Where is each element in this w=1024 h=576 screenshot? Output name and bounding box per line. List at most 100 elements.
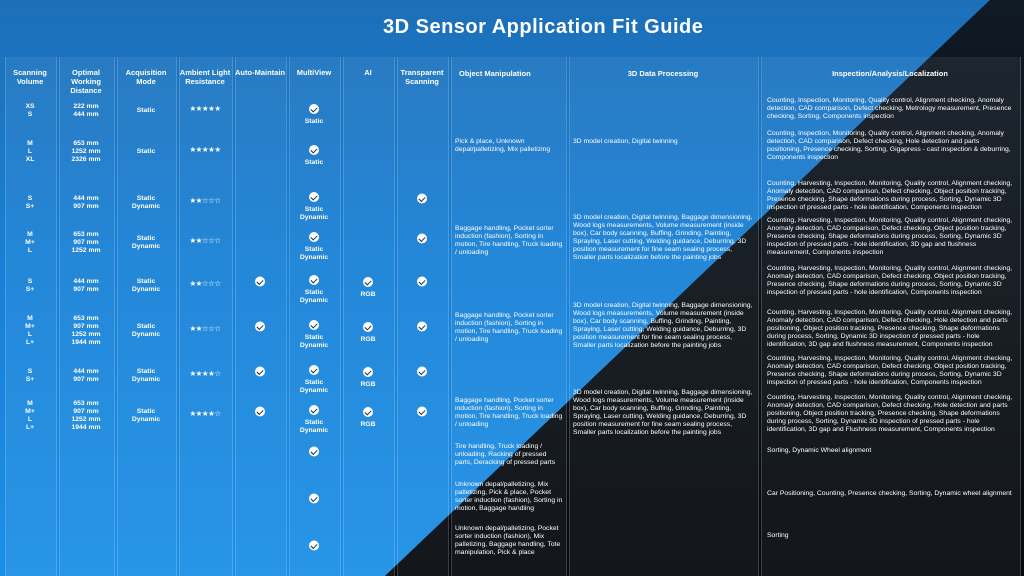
check-icon: [417, 366, 427, 377]
check-icon: [417, 321, 427, 332]
transparent-check: [397, 233, 447, 247]
acquisition-mode-value: Static Dynamic: [131, 408, 161, 423]
object-manipulation-text: Pick & place, Unknown depal/palletizing,…: [455, 138, 551, 153]
check-icon: [363, 277, 373, 287]
scanning-volume-value: XS S: [25, 103, 35, 118]
check-icon: [255, 276, 265, 287]
inspection-text: Car Positioning, Counting, Presence chec…: [767, 490, 1012, 497]
column-object-manipulation: [451, 57, 567, 576]
distance-value: 444 mm 907 mm: [73, 195, 99, 210]
scanning-volume-value: S S+: [25, 278, 35, 293]
acquisition-mode-value: Static Dynamic: [131, 368, 161, 383]
multiview-label: Static: [304, 118, 324, 125]
multiview-label: Static Dynamic: [299, 246, 329, 261]
header-inspection: Inspection/Analysis/Localization: [832, 69, 948, 78]
inspection-text: Sorting: [767, 532, 789, 539]
multiview-check: [289, 493, 339, 507]
auto-maintain-check: [235, 321, 285, 335]
object-manipulation-text: Baggage handling, Pocket sorter inductio…: [455, 312, 563, 343]
acquisition-mode-value: Static Dynamic: [131, 278, 161, 293]
multiview-cell: Static Dynamic: [289, 320, 339, 350]
ai-cell: RGB: [343, 277, 393, 299]
scanning-volume-value: M L XL: [25, 140, 35, 163]
scanning-volume-value: S S+: [25, 368, 35, 383]
acquisition-mode-value: Static Dynamic: [131, 235, 161, 250]
distance-value: 653 mm 1252 mm 2326 mm: [71, 140, 101, 163]
ai-label: RGB: [360, 381, 376, 388]
multiview-cell: Static Dynamic: [289, 232, 339, 262]
check-icon: [309, 145, 319, 155]
column-optimal-distance: [59, 57, 115, 576]
header-ambient-light: Ambient Light Resistance: [179, 68, 231, 86]
check-icon: [309, 446, 319, 457]
inspection-text: Counting, Harvesting, Inspection, Monito…: [767, 355, 1013, 386]
inspection-text: Counting, Inspection, Monitoring, Qualit…: [767, 130, 1011, 161]
check-icon: [255, 406, 265, 417]
transparent-check: [397, 366, 447, 380]
ambient-light-stars: ★★★★☆: [189, 409, 221, 418]
auto-maintain-check: [235, 366, 285, 380]
check-icon: [255, 321, 265, 332]
inspection-text: Counting, Harvesting, Inspection, Monito…: [767, 309, 1013, 348]
ai-label: RGB: [360, 336, 376, 343]
inspection-text: Counting, Harvesting, Inspection, Monito…: [767, 265, 1013, 296]
acquisition-mode-value: Static Dynamic: [131, 195, 161, 210]
multiview-label: Static Dynamic: [299, 379, 329, 394]
multiview-cell: Static Dynamic: [289, 275, 339, 305]
check-icon: [309, 493, 319, 504]
check-icon: [363, 407, 373, 417]
column-ambient-light: [179, 57, 233, 576]
multiview-label: Static Dynamic: [299, 334, 329, 349]
check-icon: [309, 192, 319, 202]
check-icon: [309, 275, 319, 285]
header-optimal-distance: Optimal Working Distance: [70, 68, 102, 95]
object-manipulation-text: Tire handling, Truck loading / unloading…: [455, 443, 556, 466]
multiview-label: Static Dynamic: [299, 289, 329, 304]
check-icon: [417, 276, 427, 287]
transparent-check: [397, 276, 447, 290]
ai-cell: RGB: [343, 407, 393, 429]
object-manipulation-text: Baggage handling, Pocket sorter inductio…: [455, 225, 563, 256]
ai-cell: RGB: [343, 322, 393, 344]
header-scanning-volume: Scanning Volume: [13, 68, 47, 86]
check-icon: [363, 367, 373, 377]
ai-cell: RGB: [343, 367, 393, 389]
transparent-check: [397, 193, 447, 207]
check-icon: [309, 104, 319, 114]
check-icon: [417, 406, 427, 417]
ai-label: RGB: [360, 421, 376, 428]
ambient-light-stars: ★★☆☆☆: [189, 196, 221, 205]
multiview-label: Static: [304, 159, 324, 166]
inspection-text: Sorting, Dynamic Wheel alignment: [767, 447, 872, 454]
transparent-check: [397, 321, 447, 335]
data-processing-text: 3D model creation, Digital twinning, Bag…: [573, 389, 753, 436]
header-ai: AI: [364, 68, 372, 77]
column-multiview: [289, 57, 341, 576]
inspection-text: Counting, Harvesting, Inspection, Monito…: [767, 394, 1013, 433]
data-processing-text: 3D model creation, Digital twinning, Bag…: [573, 214, 753, 261]
ai-label: RGB: [360, 291, 376, 298]
distance-value: 444 mm 907 mm: [73, 368, 99, 383]
ambient-light-stars: ★★★★☆: [189, 369, 221, 378]
check-icon: [417, 193, 427, 204]
acquisition-mode-value: Static Dynamic: [131, 323, 161, 338]
header-data-processing: 3D Data Processing: [627, 69, 699, 78]
multiview-cell: Static Dynamic: [289, 405, 339, 435]
multiview-cell: Static: [289, 104, 339, 126]
check-icon: [309, 365, 319, 375]
ambient-light-stars: ★★☆☆☆: [189, 324, 221, 333]
check-icon: [363, 322, 373, 332]
multiview-label: Static Dynamic: [299, 206, 329, 221]
ambient-light-stars: ★★☆☆☆: [189, 279, 221, 288]
header-auto-maintain: Auto-Maintain: [235, 68, 285, 77]
header-multiview: MultiView: [296, 68, 332, 77]
ambient-light-stars: ★★★★★: [189, 145, 221, 154]
data-processing-text: 3D model creation, Digital twinning, Bag…: [573, 302, 753, 349]
acquisition-mode-value: Static: [136, 148, 156, 155]
distance-value: 444 mm 907 mm: [73, 278, 99, 293]
auto-maintain-check: [235, 406, 285, 420]
multiview-label: Static Dynamic: [299, 419, 329, 434]
object-manipulation-text: Baggage handling, Pocket sorter inductio…: [455, 397, 563, 428]
ambient-light-stars: ★★★★★: [189, 104, 221, 113]
check-icon: [309, 540, 319, 551]
